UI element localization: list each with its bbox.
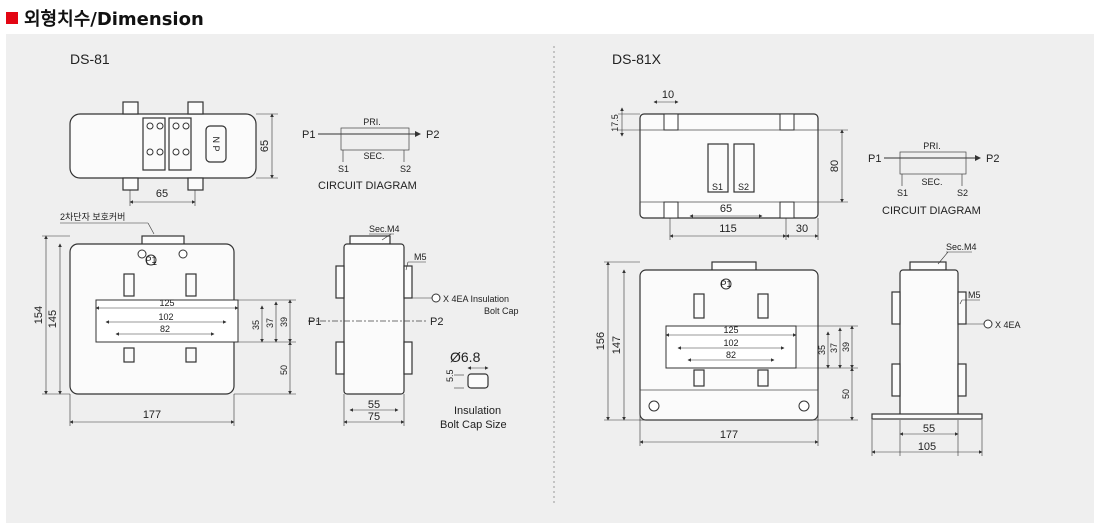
dim-35-x: 35 [817,345,827,355]
circuit-sec-x: SEC. [921,177,942,187]
red-square-icon [6,12,18,24]
circuit-p1-x: P1 [868,153,881,165]
dim-35: 35 [251,320,261,330]
dim-80: 80 [829,160,841,172]
circuit-sec: SEC. [363,151,384,161]
dim-156: 156 [595,332,607,350]
circuit-s1: S1 [338,164,349,174]
cover-label: 2차단자 보호커버 [60,211,125,222]
dim-37: 37 [265,318,275,328]
dim-39: 39 [279,317,289,327]
bolt-cap-note-x: X 4EA [995,320,1021,330]
cap-diameter: Ø6.8 [450,349,481,365]
ds81x-circuit-diagram: P1 P2 PRI. SEC. S1 S2 CIRCUIT DIAGRAM [868,141,999,217]
dim-50-x: 50 [841,389,851,399]
dim-177-x: 177 [720,429,738,441]
circuit-s2-x: S2 [957,188,968,198]
p1-mark: P1 [145,255,156,265]
m5-label-x: M5 [968,290,981,300]
dim-125: 125 [159,298,174,308]
circuit-pri-x: PRI. [923,141,941,151]
p1-mark-x: P1 [720,279,731,289]
section-header: 외형치수/Dimension [6,6,204,30]
circuit-label-x: CIRCUIT DIAGRAM [882,205,981,217]
dim-102-x: 102 [723,338,738,348]
dim-177: 177 [143,409,161,421]
ds81x-side-view [871,261,983,420]
bolt-cap-note: X 4EA Insulation [443,294,509,304]
side-p2: P2 [430,316,443,328]
circuit-s1-x: S1 [897,188,908,198]
circuit-p2-x: P2 [986,153,999,165]
bolt-cap-icon [467,373,489,389]
cap-label-1: Insulation [454,405,501,417]
dim-82: 82 [160,324,170,334]
cap-height: 5.5 [445,369,455,382]
circuit-p1: P1 [302,129,315,141]
dim-17-5: 17.5 [610,114,620,132]
dim-top-width: 65 [156,188,168,200]
dim-top-height: 65 [259,140,271,152]
np-label: N P [211,136,221,151]
dim-102: 102 [158,312,173,322]
dim-82-x: 82 [726,350,736,360]
circuit-label: CIRCUIT DIAGRAM [318,180,417,192]
dim-37-x: 37 [829,343,839,353]
ds81-top-view: N P [69,101,257,191]
circuit-p2: P2 [426,129,439,141]
bolt-cap-note2: Bolt Cap [484,306,519,316]
bolt-cap-icon-x [983,319,993,329]
sec-m4-label-x: Sec.M4 [946,242,977,252]
dim-147: 147 [611,336,623,354]
dim-side-105: 105 [918,441,936,453]
cap-label-2: Bolt Cap Size [440,419,507,431]
dim-65: 65 [720,203,732,215]
ds81-circuit-diagram: P1 P2 PRI. SEC. S1 S2 CIRCUIT DIAGRAM [302,117,439,192]
dim-145: 145 [47,310,59,328]
ds81x-top-view: S1 S2 [639,113,819,219]
s2-mark-x: S2 [738,182,749,192]
dim-39-x: 39 [841,342,851,352]
dim-side-55-x: 55 [923,423,935,435]
dimension-drawings: DS-81 N P 65 65 P1 P2 PRI. SEC. S1 S2 CI… [33,46,1021,504]
circuit-s2: S2 [400,164,411,174]
circuit-pri: PRI. [363,117,381,127]
section-title: 외형치수/Dimension [24,9,204,30]
dim-10: 10 [662,89,674,101]
side-p1: P1 [308,316,321,328]
dim-side-75: 75 [368,411,380,423]
dim-125-x: 125 [723,325,738,335]
dim-154: 154 [33,306,45,324]
sec-m4-label: Sec.M4 [369,224,400,234]
s1-mark-x: S1 [712,182,723,192]
dim-50: 50 [279,365,289,375]
model-ds81: DS-81 [70,51,110,67]
dim-30: 30 [796,223,808,235]
model-ds81x: DS-81X [612,51,662,67]
dim-side-55: 55 [368,399,380,411]
bolt-cap-icon [431,293,441,303]
ds81-front-view: S1 P1 [69,235,239,395]
dim-115: 115 [719,223,737,235]
m5-label: M5 [414,252,427,262]
ds81-side-view [335,235,413,395]
